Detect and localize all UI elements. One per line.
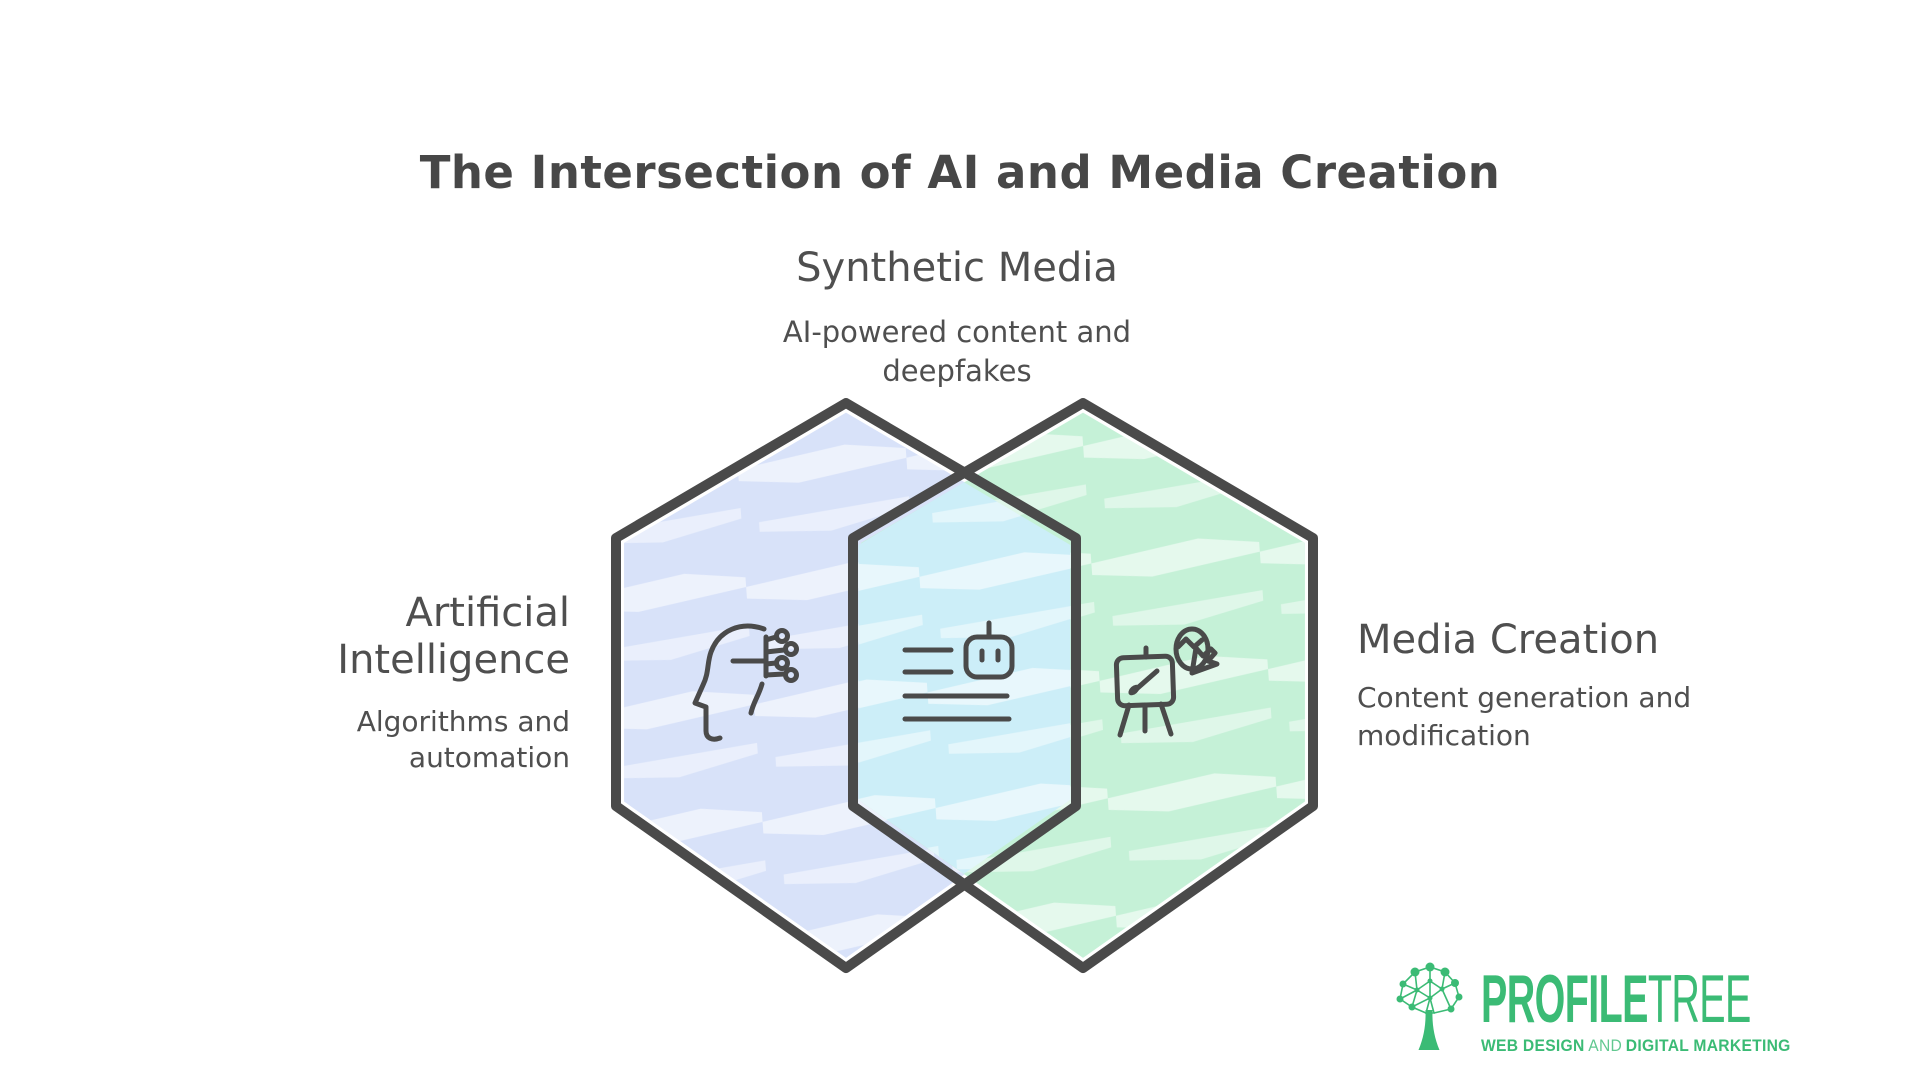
ai-subtitle-line2: automation — [408, 741, 570, 774]
media-creation-subtitle-line1: Content generation and — [1357, 681, 1692, 714]
ai-hexagon-outline — [611, 398, 1081, 973]
ai-head-circuit-icon — [692, 623, 799, 742]
media-creation-heading: Media Creation — [1357, 617, 1660, 663]
tagline-part3: DIGITAL MARKETING — [1625, 1036, 1791, 1055]
tagline-part1: WEB DESIGN — [1481, 1036, 1585, 1055]
ai-heading-line1: Artificial — [405, 590, 570, 636]
page-title: The Intersection of AI and Media Creatio… — [419, 146, 1501, 200]
media-creation-label: Media Creation Content generation and mo… — [1357, 617, 1797, 755]
brand-name-bold: PROFILE — [1481, 961, 1648, 1037]
media-creation-subtitle-line2: modification — [1357, 719, 1531, 752]
synthetic-media-label: Synthetic Media AI-powered content and d… — [457, 245, 1457, 391]
ai-heading-line2: Intelligence — [337, 637, 570, 683]
synthetic-media-subtitle-line2: deepfakes — [882, 354, 1032, 388]
synthetic-media-heading: Synthetic Media — [796, 245, 1118, 291]
network-tree-icon — [1396, 962, 1463, 1050]
hexagon-fills — [624, 412, 1305, 958]
robot-text-icon — [902, 620, 1015, 722]
brand-name: PROFILETREE — [1481, 965, 1751, 1033]
ai-subtitle-line1: Algorithms and — [356, 705, 570, 738]
brand-name-light: TREE — [1647, 961, 1751, 1037]
synthetic-media-subtitle-line1: AI-powered content and — [782, 315, 1132, 349]
artificial-intelligence-label: Artificial Intelligence Algorithms and a… — [140, 590, 570, 776]
tagline-part2: AND — [1588, 1036, 1623, 1055]
easel-person-cursor-icon — [1113, 626, 1220, 738]
media-hexagon-outline — [848, 398, 1318, 973]
